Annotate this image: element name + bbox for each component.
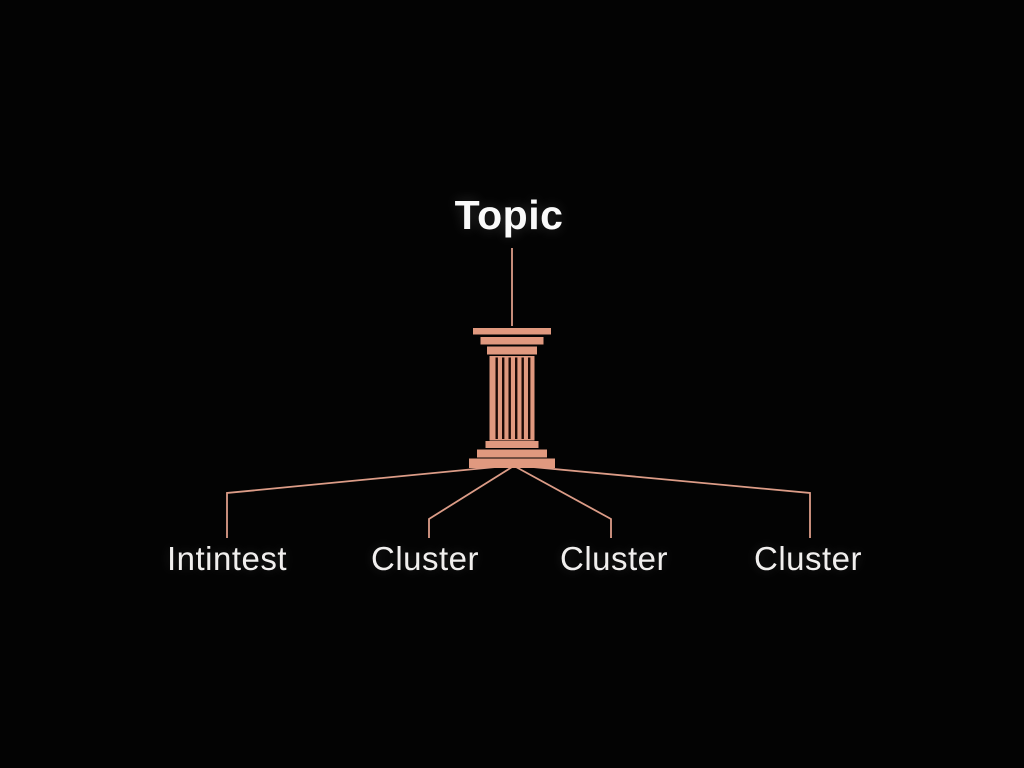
column-capital-tier-2 [480, 337, 544, 345]
connector-line-child-2 [428, 466, 513, 538]
connector-line-child-3 [515, 466, 612, 538]
root-node-label: Topic [454, 192, 564, 238]
child-node-label: Cluster [753, 540, 863, 577]
column-flute-line [508, 357, 511, 439]
column-flute-line [502, 357, 505, 439]
connector-line-child-4 [521, 465, 811, 538]
connector-line-child-1 [226, 465, 507, 538]
column-flute-line [521, 357, 524, 439]
greek-column-icon [469, 328, 555, 468]
child-node-label: Intintest [166, 540, 288, 577]
column-base-tier-3 [469, 458, 555, 468]
column-flute-line [495, 357, 498, 439]
column-capital-tier-1 [473, 328, 551, 335]
column-capital-tier-3 [487, 346, 537, 355]
column-base-tier-1 [485, 441, 539, 448]
column-flute-line [515, 357, 518, 439]
child-node-label: Cluster [370, 540, 480, 577]
column-flute-line [528, 357, 531, 439]
connector-lines [226, 248, 811, 538]
child-node-label: Cluster [559, 540, 669, 577]
column-base-tier-2 [477, 449, 547, 458]
column-flutes [495, 357, 531, 439]
